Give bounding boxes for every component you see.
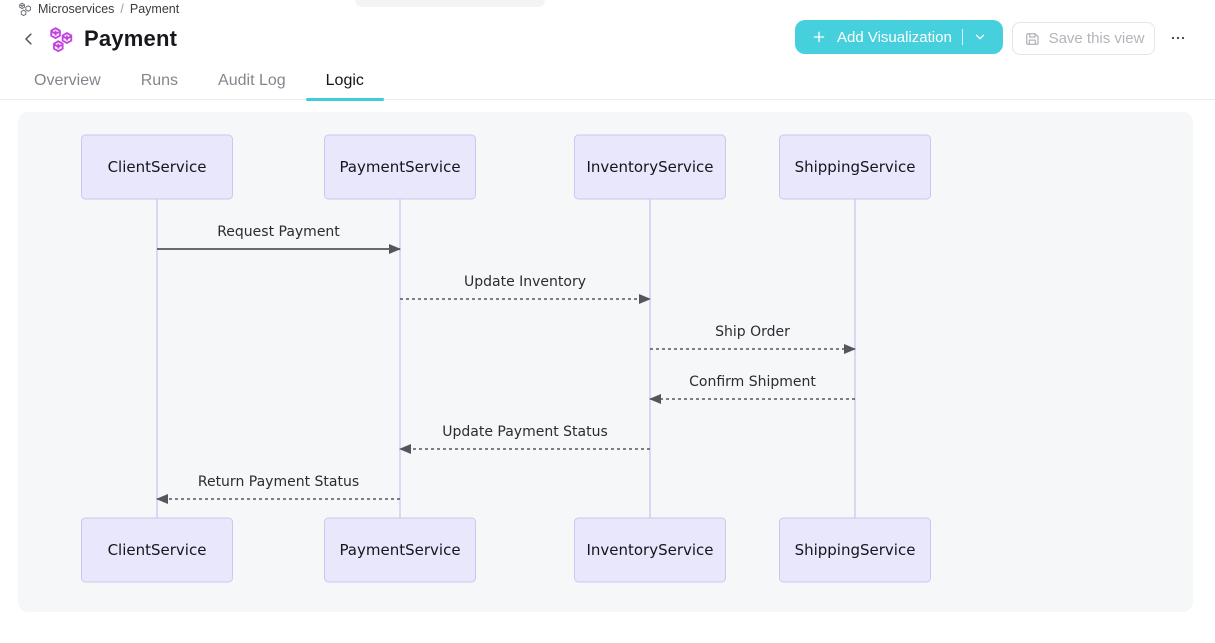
actor-label: InventoryService [586,541,713,559]
breadcrumb-item-payment[interactable]: Payment [129,2,180,16]
add-visualization-button[interactable]: Add Visualization [795,20,1003,54]
save-view-label: Save this view [1048,30,1145,47]
chevron-left-icon [20,30,38,48]
plus-icon [811,29,827,45]
actor-label: ClientService [108,158,207,176]
actor-box [324,134,476,200]
add-visualization-label: Add Visualization [837,28,952,46]
back-button[interactable] [16,26,42,52]
actor-label: InventoryService [586,158,713,176]
more-options-button[interactable] [1164,26,1192,50]
actor-box [81,134,233,200]
tab-logic[interactable]: Logic [305,62,385,101]
actor-box [574,517,726,583]
title-row: Payment [16,20,177,58]
page-title: Payment [84,26,178,51]
actor-label: PaymentService [339,541,460,559]
message-label: Ship Order [715,324,790,340]
breadcrumb-separator: / [120,2,124,16]
tab-overview[interactable]: Overview [14,62,121,100]
top-notch [355,0,545,7]
actor-box [81,517,233,583]
tab-runs[interactable]: Runs [121,62,198,100]
floppy-icon [1023,30,1041,48]
button-divider [961,29,963,45]
message-label: Confirm Shipment [689,374,816,390]
chevron-down-icon[interactable] [973,30,987,44]
cluster-icon [48,26,74,52]
actor-label: ClientService [108,541,207,559]
actor-box [779,134,931,200]
message-label: Return Payment Status [198,474,359,490]
breadcrumb-item-microservices[interactable]: Microservices [38,2,115,16]
actor-box [574,134,726,200]
actor-label: PaymentService [339,158,460,176]
actor-label: ShippingService [795,541,916,559]
save-view-button[interactable]: Save this view [1012,22,1155,55]
actor-label: ShippingService [795,158,916,176]
message-label: Request Payment [217,224,340,240]
ellipsis-icon [1170,30,1186,46]
actor-box [324,517,476,583]
breadcrumb: Microservices / Payment [18,1,179,17]
cluster-icon [18,2,32,16]
actor-box [779,517,931,583]
message-label: Update Inventory [464,274,586,290]
tab-audit-log[interactable]: Audit Log [198,62,306,100]
message-label: Update Payment Status [442,424,608,440]
